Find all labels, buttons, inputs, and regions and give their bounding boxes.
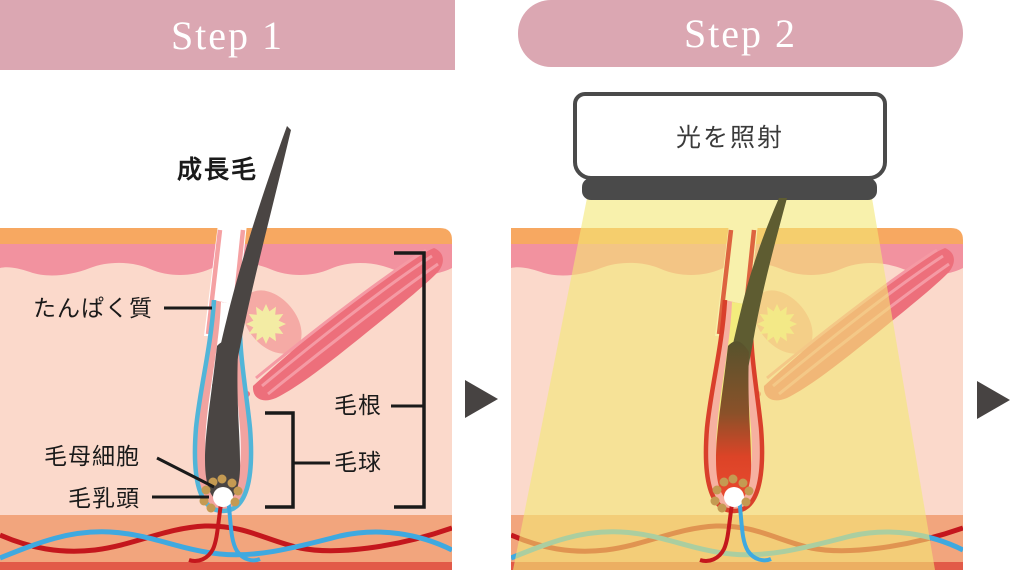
hair-follicle [699, 198, 787, 563]
label-hair-root: 毛根 [334, 392, 382, 418]
hair-shaft [212, 126, 291, 386]
light-device: 光を照射 [573, 92, 887, 180]
annotation-lines [152, 251, 426, 509]
label-protein: たんぱく質 [33, 295, 153, 321]
step1-header-label: Step 1 [170, 12, 285, 58]
step2-header-label: Step 2 [683, 11, 798, 56]
hair-papilla-shape [724, 487, 744, 507]
hair-bulb-shape [716, 341, 752, 502]
hair-follicle [188, 126, 291, 563]
hair-papilla-shape [213, 487, 233, 507]
sebaceous-gland [242, 290, 302, 354]
step2-header: Step 2 [518, 0, 963, 67]
label-growing-hair: 成長毛 [177, 156, 259, 184]
next-step-arrow-icon [465, 380, 498, 418]
hair-matrix-dots [199, 474, 243, 513]
label-hair-papilla: 毛乳頭 [68, 485, 140, 511]
light-device-label: 光を照射 [675, 124, 784, 152]
next-step-arrow-icon [977, 381, 1010, 419]
label-hair-matrix-cells: 毛母細胞 [44, 443, 140, 469]
hair-bulb-shape [205, 341, 241, 502]
blood-vessels [0, 523, 452, 561]
device-head [582, 178, 877, 200]
hair-shaft [724, 198, 787, 388]
step2-skin-diagram [511, 178, 963, 570]
label-hair-bulb: 毛球 [334, 449, 382, 475]
step1-skin-diagram [0, 126, 452, 570]
hair-matrix-dots [710, 474, 754, 513]
step1-header: Step 1 [0, 0, 455, 70]
